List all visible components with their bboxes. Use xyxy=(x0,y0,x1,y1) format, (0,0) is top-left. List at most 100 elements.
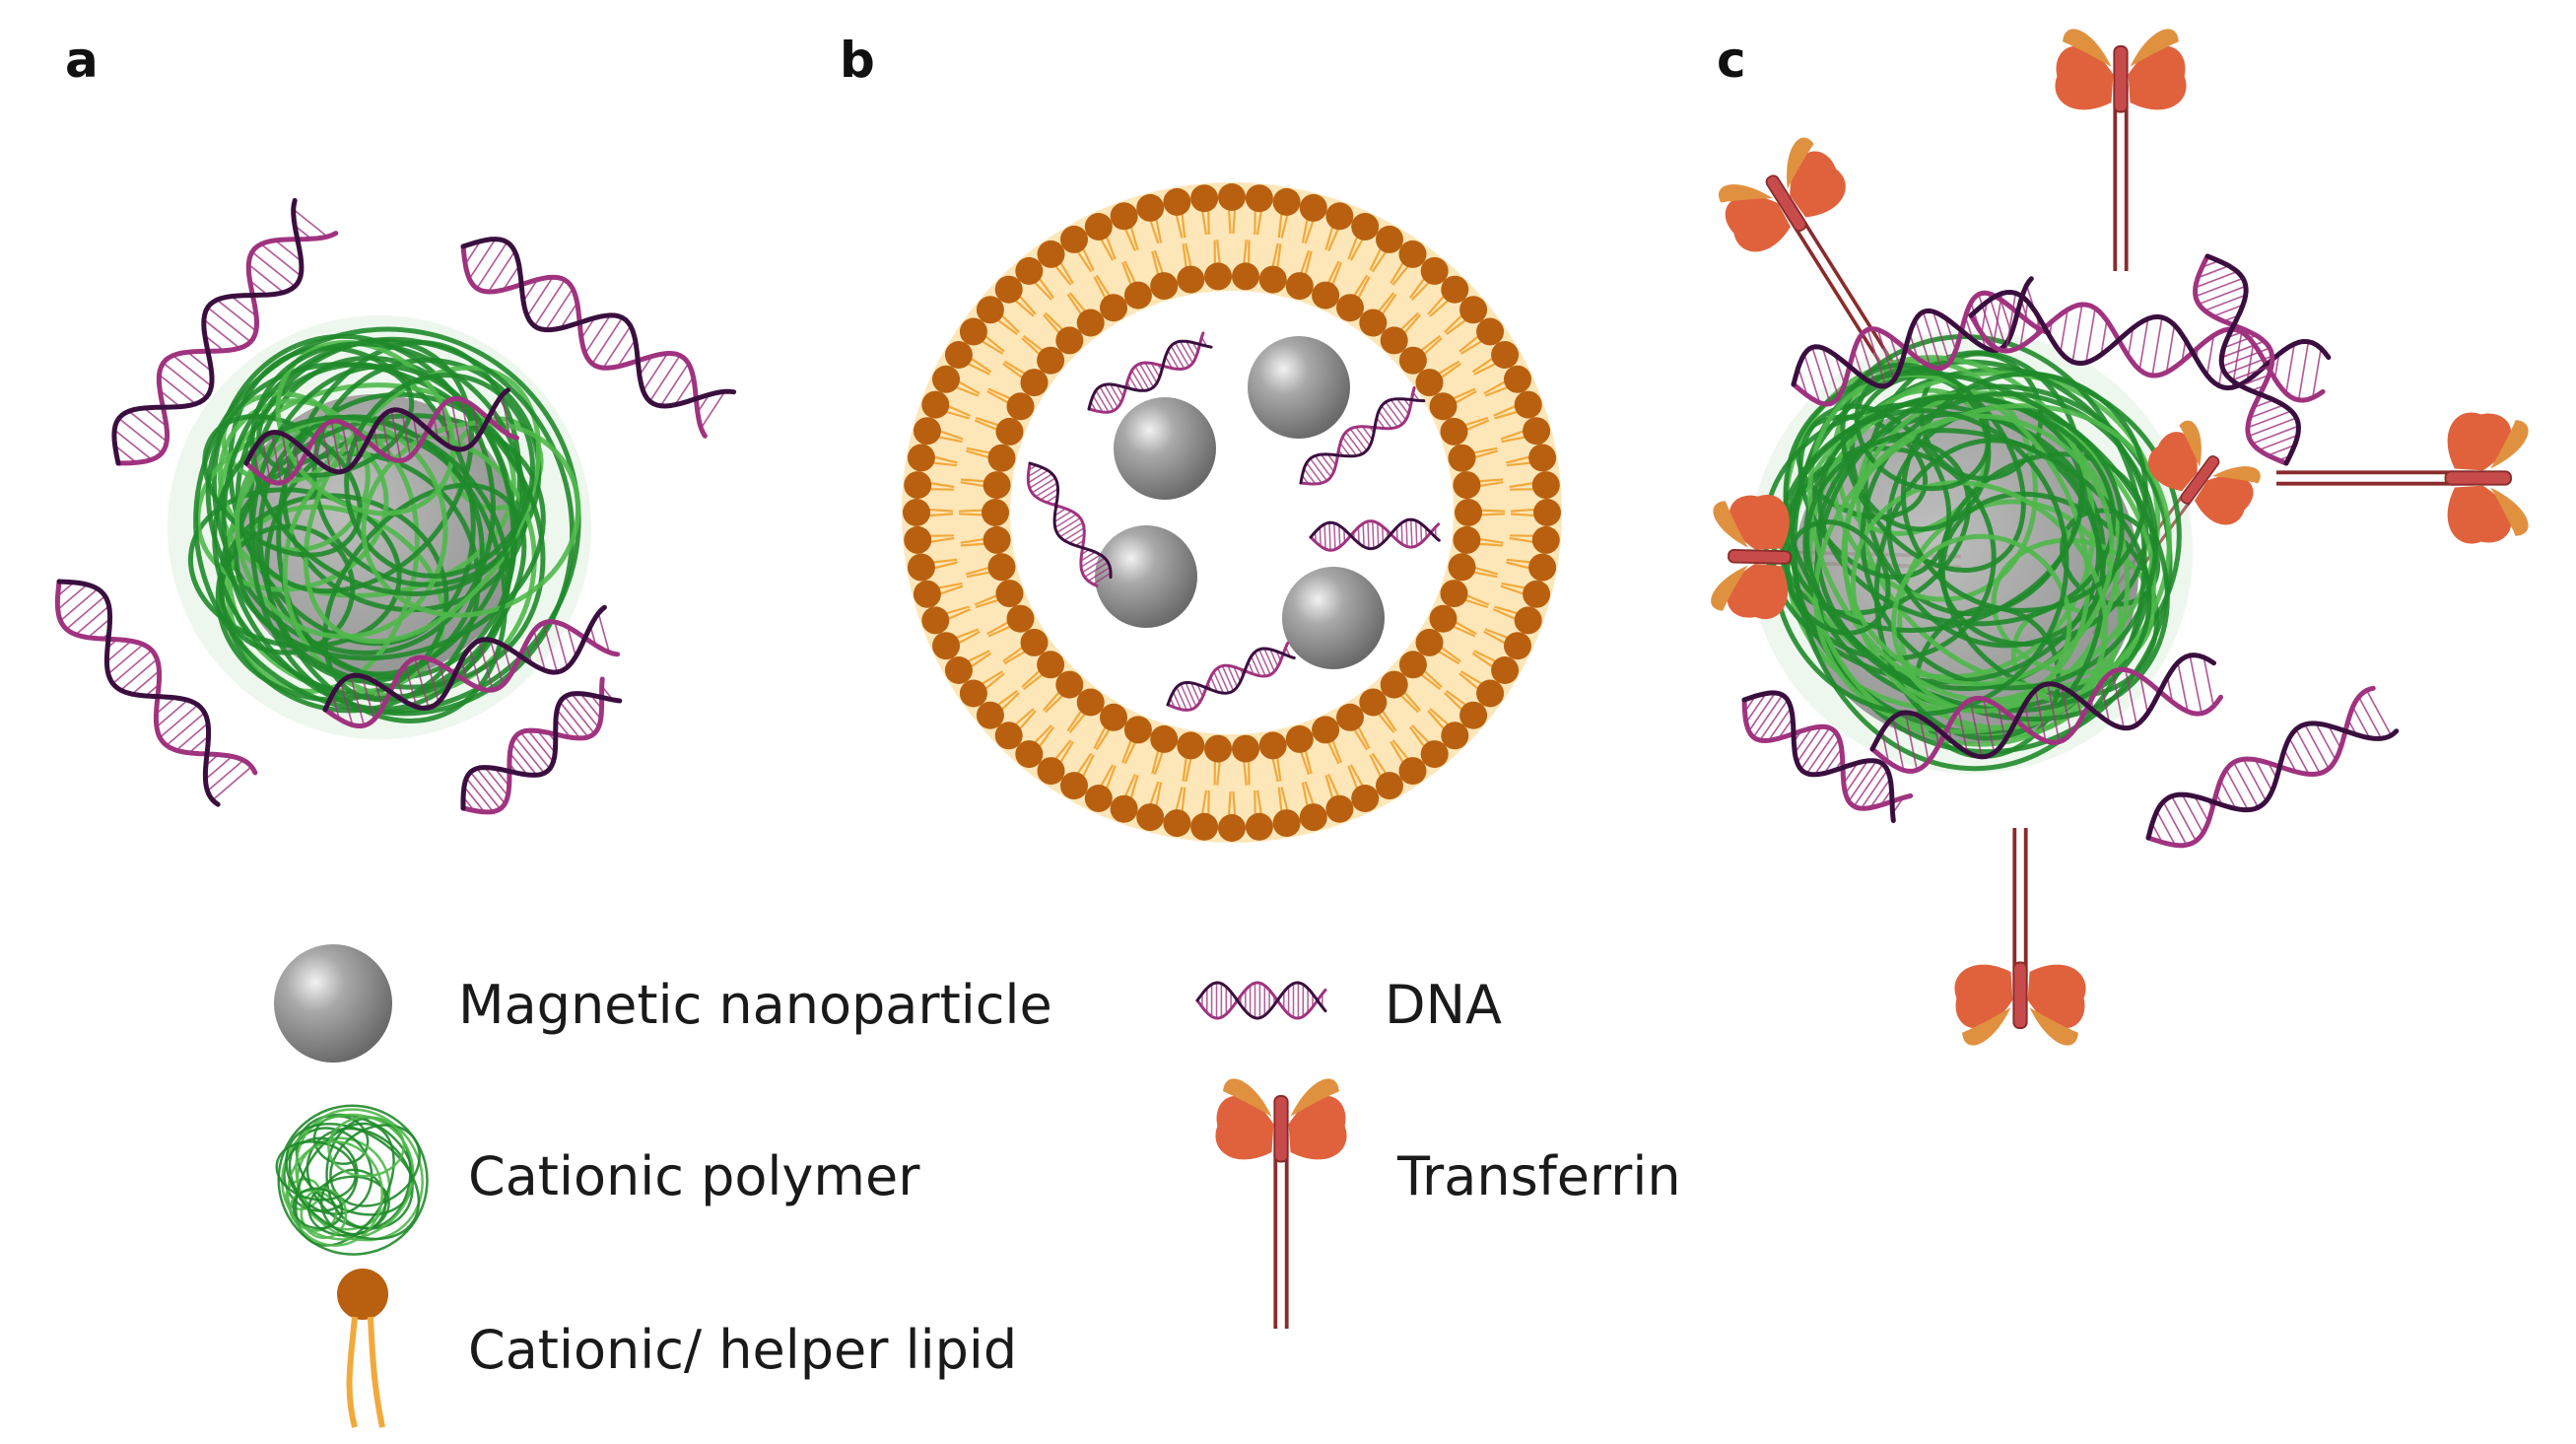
dna-base-pair xyxy=(560,302,578,329)
transferrin-lobe xyxy=(2063,29,2112,67)
dna-strand xyxy=(2145,721,2400,841)
dna-base-pair xyxy=(175,722,209,751)
polymer-loop xyxy=(292,1187,344,1230)
lipid-head-outer xyxy=(1325,202,1354,231)
dna-base-pair xyxy=(533,630,546,671)
dna-base-pair xyxy=(1053,510,1072,523)
dna-base-pair xyxy=(2085,308,2096,363)
polymer-loop xyxy=(277,1104,429,1256)
dna-base-pair xyxy=(1303,468,1317,485)
dna-base-pair xyxy=(2288,737,2310,775)
transferrin-lobe xyxy=(1962,1007,2011,1046)
lipid-head-inner xyxy=(1429,392,1457,421)
transferrin xyxy=(1711,495,1792,619)
dna-base-pair xyxy=(1186,340,1196,359)
dna-base-pair xyxy=(2170,795,2198,842)
dna-base-pair xyxy=(1881,730,1890,763)
dna-strand xyxy=(243,396,519,486)
lipid-head-inner xyxy=(983,471,1011,500)
dna-base-pair xyxy=(1377,522,1380,547)
polymer-loop xyxy=(305,1127,414,1230)
lipid-head-inner xyxy=(1258,731,1287,760)
polymer-loop xyxy=(212,415,511,701)
transferrin-lobe xyxy=(2055,45,2114,110)
dna-base-pair xyxy=(1932,310,1951,364)
dna-base-pair xyxy=(2061,686,2072,734)
dna-base-pair xyxy=(159,389,181,408)
dna-base-pair xyxy=(1362,523,1365,547)
lipid-head-inner xyxy=(1453,525,1481,554)
dna-base-pair xyxy=(465,777,495,813)
lipid-head-outer xyxy=(1523,417,1551,446)
dna-base-pair xyxy=(1382,525,1385,543)
dna-base-pair xyxy=(1752,694,1784,738)
dna-base-pair xyxy=(1059,521,1084,538)
legend-lipid-icon xyxy=(337,1269,388,1428)
dna-base-pair xyxy=(1209,676,1218,693)
lipid-head-outer xyxy=(994,722,1023,750)
dna-base-pair xyxy=(1378,410,1392,429)
dna-base-pair xyxy=(111,650,153,685)
dna-base-pair xyxy=(2111,671,2125,728)
dna-base-pair xyxy=(270,432,282,484)
panel-label-c: c xyxy=(1717,32,1746,89)
dna-base-pair xyxy=(2295,728,2321,774)
dna-base-pair xyxy=(2138,318,2149,371)
dna-base-pair xyxy=(1944,317,1957,351)
dna-base-pair xyxy=(2311,348,2323,398)
dna-base-pair xyxy=(1866,329,1887,386)
dna-base-pair xyxy=(2151,316,2163,377)
dna-base-pair xyxy=(1395,526,1398,541)
transferrin xyxy=(2055,29,2187,113)
lipid-head-outer xyxy=(1528,553,1557,582)
lipid-head-outer xyxy=(1060,225,1088,253)
dna-base-pair xyxy=(2259,434,2298,451)
dna-base-pair xyxy=(107,644,144,675)
lipid-head-inner xyxy=(1380,326,1408,355)
dna-strand xyxy=(2204,253,2301,466)
transferrin-lobe xyxy=(1729,495,1790,550)
transferrin-lobe xyxy=(1713,501,1749,548)
legend-polymer-label: Cationic polymer xyxy=(468,1145,920,1207)
dna-base-pair xyxy=(131,669,161,695)
dna-base-pair xyxy=(2284,343,2296,394)
lipid-head-inner xyxy=(1398,651,1427,679)
transferrin-core xyxy=(2180,455,2220,505)
dna-base-pair xyxy=(1390,399,1407,421)
dna-base-pair xyxy=(1992,293,2003,347)
dna-base-pair xyxy=(2223,334,2257,349)
dna-strand xyxy=(1309,517,1441,551)
dna-base-pair xyxy=(349,675,366,726)
transferrin-core xyxy=(2444,470,2512,486)
dna-base-pair xyxy=(1314,455,1332,478)
dna-base-pair xyxy=(158,374,197,405)
dna-base-pair xyxy=(321,427,331,470)
lipid-head-inner xyxy=(1100,294,1127,322)
dna-base-pair xyxy=(1981,302,1988,334)
dna-base-pair xyxy=(2225,355,2272,376)
dna-base-pair xyxy=(1415,520,1418,546)
dna-base-pair xyxy=(2283,749,2297,773)
dna-base-pair xyxy=(373,681,383,709)
dna-base-pair xyxy=(65,595,106,630)
dna-base-pair xyxy=(1376,417,1386,430)
dna-base-pair xyxy=(2212,304,2244,317)
lipid-head-inner xyxy=(1285,724,1314,753)
dna-base-pair xyxy=(171,355,213,387)
dna-strand xyxy=(1195,981,1327,1020)
dna-base-pair xyxy=(1845,760,1868,794)
dna-base-pair xyxy=(425,657,440,703)
lipid-head-outer xyxy=(1376,772,1403,800)
dna-base-pair xyxy=(352,429,360,457)
lipid-head-inner xyxy=(987,553,1016,582)
dna-base-pair xyxy=(216,299,257,332)
lipid-head-outer xyxy=(904,525,932,554)
lipid-head-outer xyxy=(1218,183,1246,211)
dna-base-pair xyxy=(1848,760,1877,802)
lipid-head-outer xyxy=(1514,606,1542,635)
lipid-head-inner xyxy=(1455,499,1482,526)
dna-base-pair xyxy=(1251,655,1261,677)
dna-base-pair xyxy=(527,729,555,763)
lipid-head-inner xyxy=(1415,369,1444,397)
polymer-loop xyxy=(344,373,536,579)
